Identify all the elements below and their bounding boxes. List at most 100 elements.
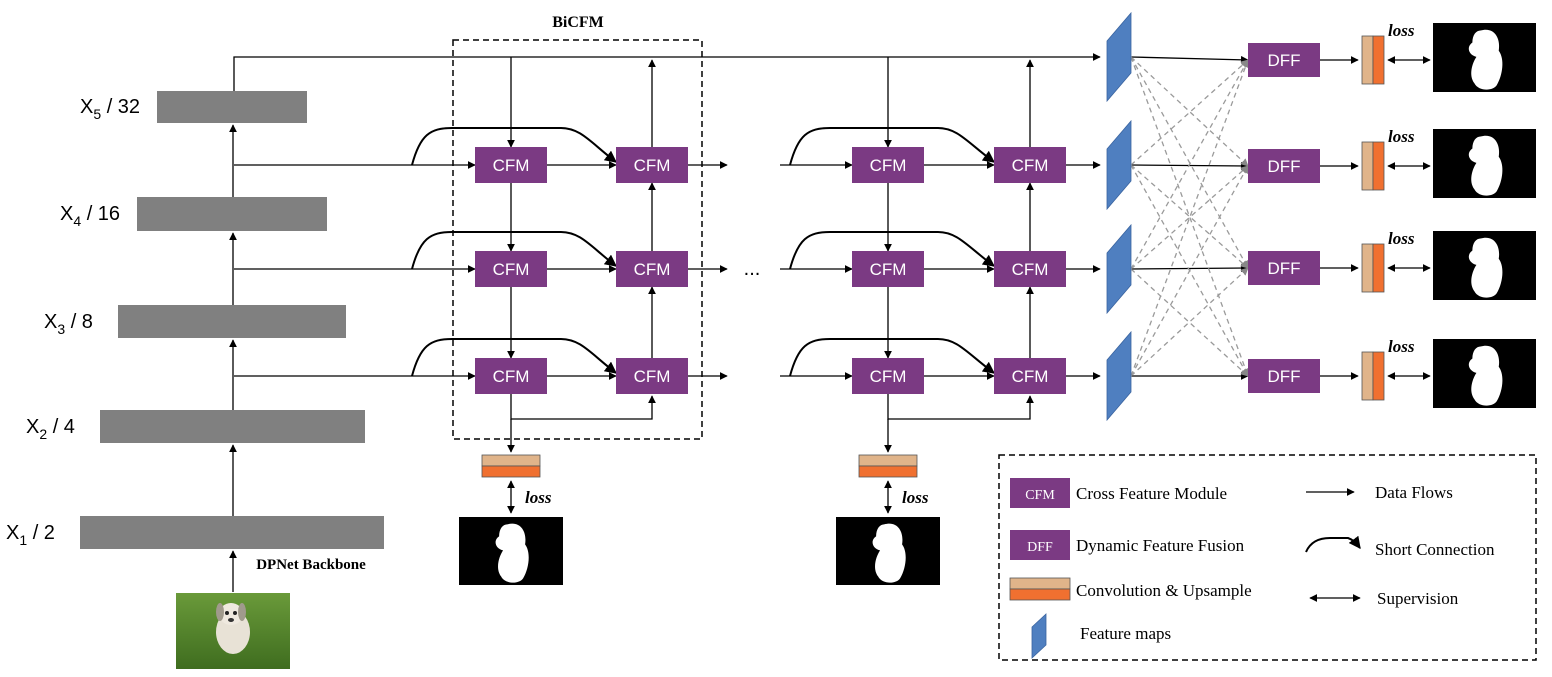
intermediate-mask bbox=[459, 517, 563, 585]
cfm-block bbox=[616, 147, 688, 183]
backbone-layer-bar bbox=[118, 305, 346, 338]
feature-map bbox=[1106, 223, 1132, 315]
conv-upsample-block-top bbox=[481, 454, 541, 467]
cfm-block bbox=[475, 358, 547, 394]
dff-block bbox=[1248, 251, 1320, 285]
dynamic-fusion-dashed-arrow bbox=[1130, 268, 1249, 377]
cfm-block bbox=[616, 251, 688, 287]
conv-upsample-block-top bbox=[1361, 141, 1374, 191]
cfm-label: CFM bbox=[493, 156, 530, 175]
legend-feature-map-icon bbox=[1031, 613, 1047, 659]
dff-block bbox=[1248, 149, 1320, 183]
cfm-block bbox=[475, 251, 547, 287]
cfm-label: CFM bbox=[493, 367, 530, 386]
output-mask bbox=[1433, 231, 1536, 300]
legend-conv-swatch-bottom bbox=[1009, 588, 1071, 601]
bottom-loop-arrow bbox=[510, 394, 656, 420]
feature-to-dff-arrow bbox=[1130, 55, 1249, 64]
backbone-layer-label: X3 / 8 bbox=[44, 311, 93, 337]
short-connection-arrow bbox=[411, 338, 617, 377]
cfm-label: CFM bbox=[1012, 367, 1049, 386]
cfm-label: CFM bbox=[870, 367, 907, 386]
short-connection-arrow bbox=[789, 127, 995, 166]
legend-box bbox=[998, 454, 1537, 661]
backbone-layer-bar bbox=[80, 516, 384, 549]
backbone-label: DPNet Backbone bbox=[256, 557, 366, 573]
cfm-label: CFM bbox=[1012, 260, 1049, 279]
loss-label: loss bbox=[1388, 229, 1415, 248]
conv-upsample-block-top bbox=[1361, 351, 1374, 401]
bottom-loop-arrow bbox=[887, 394, 1034, 420]
cfm-block bbox=[616, 358, 688, 394]
cfm-label: CFM bbox=[634, 367, 671, 386]
cfm-block bbox=[475, 147, 547, 183]
dff-label: DFF bbox=[1267, 157, 1300, 176]
cfm-block bbox=[994, 358, 1066, 394]
legend-dff-swatch bbox=[1010, 530, 1070, 560]
cfm-label: CFM bbox=[634, 260, 671, 279]
cfm-label: CFM bbox=[870, 260, 907, 279]
backbone-layer-label: X4 / 16 bbox=[60, 203, 120, 229]
feature-map bbox=[1106, 330, 1132, 422]
conv-upsample-block-top bbox=[1361, 35, 1374, 85]
short-connection-arrow bbox=[411, 127, 617, 166]
dynamic-fusion-dashed-arrow bbox=[1130, 165, 1249, 270]
backbone-layer-bar bbox=[137, 197, 327, 231]
dynamic-fusion-dashed-arrow bbox=[1130, 165, 1249, 377]
legend-feature-map-text: Feature maps bbox=[1080, 624, 1171, 643]
backbone-layer-label: X1 / 2 bbox=[6, 522, 55, 548]
dff-block bbox=[1248, 43, 1320, 77]
feature-to-dff-arrow bbox=[1130, 264, 1249, 272]
cfm-block bbox=[994, 251, 1066, 287]
legend-cfm-text: Cross Feature Module bbox=[1076, 484, 1227, 503]
cfm-block bbox=[852, 147, 924, 183]
cfm-block bbox=[994, 147, 1066, 183]
backbone-layer-label: X2 / 4 bbox=[26, 416, 75, 442]
legend-dff-text: Dynamic Feature Fusion bbox=[1076, 536, 1245, 555]
dynamic-fusion-dashed-arrow bbox=[1130, 59, 1250, 377]
x5-top-connection bbox=[233, 53, 1101, 92]
dynamic-fusion-dashed-arrow bbox=[1130, 56, 1250, 377]
backbone-layer-bar bbox=[157, 91, 307, 123]
legend-data-flow-text: Data Flows bbox=[1375, 483, 1453, 502]
intermediate-mask bbox=[836, 517, 940, 585]
legend: CFM Cross Feature Module DFF Dynamic Fea… bbox=[1009, 478, 1495, 659]
short-connection-arrow bbox=[411, 231, 617, 270]
legend-conv-swatch-top bbox=[1009, 577, 1071, 590]
loss-label: loss bbox=[902, 488, 929, 507]
conv-upsample-block-bottom bbox=[1372, 243, 1385, 293]
output-mask bbox=[1433, 129, 1536, 198]
legend-dff-box-label: DFF bbox=[1027, 540, 1053, 555]
cfm-block bbox=[852, 251, 924, 287]
dff-label: DFF bbox=[1267, 51, 1300, 70]
feature-map bbox=[1106, 119, 1132, 211]
conv-upsample-block-top bbox=[1361, 243, 1374, 293]
legend-cfm-swatch bbox=[1010, 478, 1070, 508]
cfm-block bbox=[852, 358, 924, 394]
short-connection-arrow bbox=[789, 338, 995, 377]
legend-supervision-text: Supervision bbox=[1377, 589, 1459, 608]
dff-block bbox=[1248, 359, 1320, 393]
cfm-label: CFM bbox=[634, 156, 671, 175]
dff-label: DFF bbox=[1267, 259, 1300, 278]
legend-short-connection-arrow bbox=[1305, 535, 1361, 553]
cfm-label: CFM bbox=[870, 156, 907, 175]
feature-map bbox=[1106, 11, 1132, 103]
conv-upsample-block-bottom bbox=[858, 465, 918, 478]
dff-label: DFF bbox=[1267, 367, 1300, 386]
output-mask bbox=[1433, 339, 1536, 408]
conv-upsample-block-top bbox=[858, 454, 918, 467]
backbone-layer-bar bbox=[100, 410, 365, 443]
dynamic-fusion-dashed-arrow bbox=[1130, 267, 1249, 377]
cfm-label: CFM bbox=[493, 260, 530, 279]
conv-upsample-block-bottom bbox=[1372, 351, 1385, 401]
ellipsis: ... bbox=[744, 258, 761, 280]
loss-label: loss bbox=[1388, 127, 1415, 146]
loss-label: loss bbox=[1388, 337, 1415, 356]
bicfm-title: BiCFM bbox=[552, 14, 604, 31]
input-image bbox=[176, 593, 290, 669]
backbone-layer-label: X5 / 32 bbox=[80, 96, 140, 122]
output-mask bbox=[1433, 23, 1536, 92]
legend-short-connection-text: Short Connection bbox=[1375, 540, 1495, 559]
